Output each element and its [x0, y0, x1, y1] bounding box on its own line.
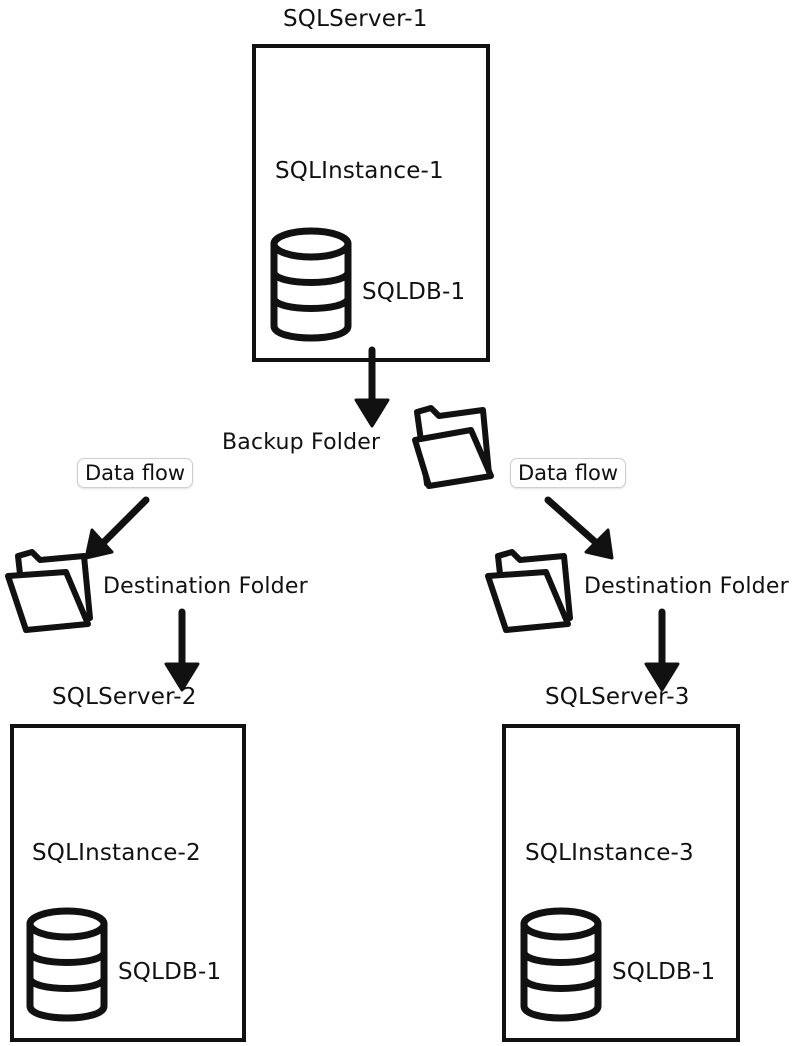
database-icon: [270, 227, 352, 342]
folder-icon: [412, 405, 494, 489]
instance-3-label: SQLInstance-3: [525, 840, 694, 866]
server-2-label: SQLServer-2: [52, 684, 197, 710]
arrowhead-3: [584, 528, 614, 560]
arrowhead-2: [84, 528, 114, 560]
folder-icon: [5, 549, 93, 633]
instance-1-label: SQLInstance-1: [275, 158, 444, 184]
backup-folder-label: Backup Folder: [222, 430, 381, 455]
destination-folder-right-label: Destination Folder: [584, 574, 789, 599]
arrowhead-1: [354, 398, 390, 428]
db-3-label: SQLDB-1: [612, 959, 716, 985]
data-flow-right-tag: Data flow: [510, 458, 627, 488]
arrow-backup-to-right-dest: [544, 496, 606, 552]
db-1-label: SQLDB-1: [362, 279, 466, 305]
destination-folder-left-label: Destination Folder: [103, 574, 308, 599]
server-3-box: [502, 724, 740, 1042]
server-1-label: SQLServer-1: [283, 6, 428, 32]
server-3-label: SQLServer-3: [545, 684, 690, 710]
server-2-box: [10, 724, 246, 1042]
folder-icon: [485, 549, 573, 633]
arrowhead-4: [164, 662, 200, 692]
arrowhead-5: [644, 662, 680, 692]
data-flow-left-tag: Data flow: [77, 458, 194, 488]
database-icon: [520, 907, 602, 1022]
db-2-label: SQLDB-1: [118, 959, 222, 985]
instance-2-label: SQLInstance-2: [32, 840, 201, 866]
database-icon: [26, 907, 108, 1022]
